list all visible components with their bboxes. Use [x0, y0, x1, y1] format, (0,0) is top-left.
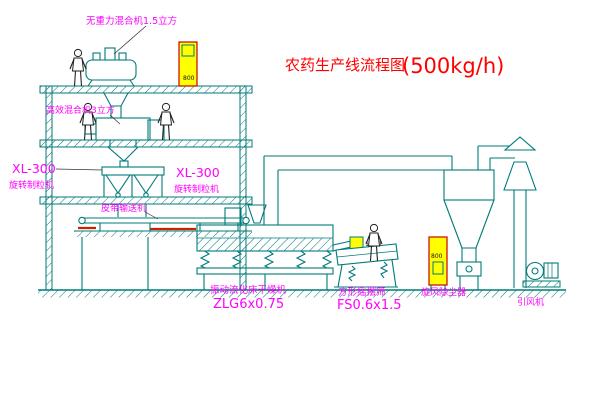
label-dryer-name: 振动流化床干燥机	[210, 284, 287, 296]
labels: 农药生产线流程图 (500kg/h) 无重力混合机1.5立方 高效混合机3立方 …	[9, 15, 544, 313]
label-high-efficiency-mixer: 高效混合机3立方	[46, 104, 115, 116]
diagram-title: 农药生产线流程图	[285, 56, 405, 74]
diagram-title-capacity: (500kg/h)	[402, 54, 504, 78]
label-granulator-model-left: XL-300	[12, 161, 56, 176]
label-gravity-free-mixer: 无重力混合机1.5立方	[86, 15, 177, 27]
rotary-granulators	[101, 160, 165, 217]
fluid-bed-dryer	[196, 207, 334, 290]
label-sieve-model: FS0.6x1.5	[337, 298, 402, 313]
label-fan: 引风机	[517, 296, 544, 308]
square-swing-sieve: 1500	[332, 236, 399, 288]
label-belt-conveyor: 皮带输送机	[101, 202, 146, 214]
building-structure	[39, 85, 253, 291]
gravity-free-mixer	[85, 47, 137, 118]
belt-conveyor	[78, 204, 267, 231]
roof-slab	[39, 85, 253, 94]
label-granulator-name-right: 旋转制粒机	[174, 183, 219, 195]
exhaust-duct	[263, 155, 453, 225]
bucket-elevator: 800	[178, 41, 198, 87]
label-granulator-model-right: XL-300	[176, 165, 220, 180]
worker-figure	[157, 102, 175, 141]
high-efficiency-mixer	[84, 117, 165, 162]
ground	[38, 289, 566, 298]
label-cyclone: 旋风除尘器	[421, 286, 466, 298]
label-dryer-model: ZLG6x0.75	[213, 297, 284, 312]
rotary-valve	[456, 261, 482, 277]
elevator-marking: 800	[183, 75, 195, 82]
floor2-slab	[39, 139, 253, 148]
control-panel	[147, 119, 165, 141]
leader-lines	[55, 25, 159, 220]
feed-hopper	[247, 204, 267, 224]
floor3-slab	[39, 196, 253, 205]
label-granulator-name-left: 旋转制粒机	[9, 179, 54, 191]
induced-draft-fan	[522, 261, 561, 288]
cabinet-marking: 800	[431, 253, 443, 260]
dust-collector-cabinet: 800	[428, 236, 448, 290]
worker-figure	[69, 48, 87, 87]
right-column	[239, 85, 247, 291]
cyclone-separator	[443, 145, 515, 290]
label-sieve-name: 方形摇摆筛	[338, 286, 386, 298]
rain-cap-icon	[503, 136, 537, 151]
